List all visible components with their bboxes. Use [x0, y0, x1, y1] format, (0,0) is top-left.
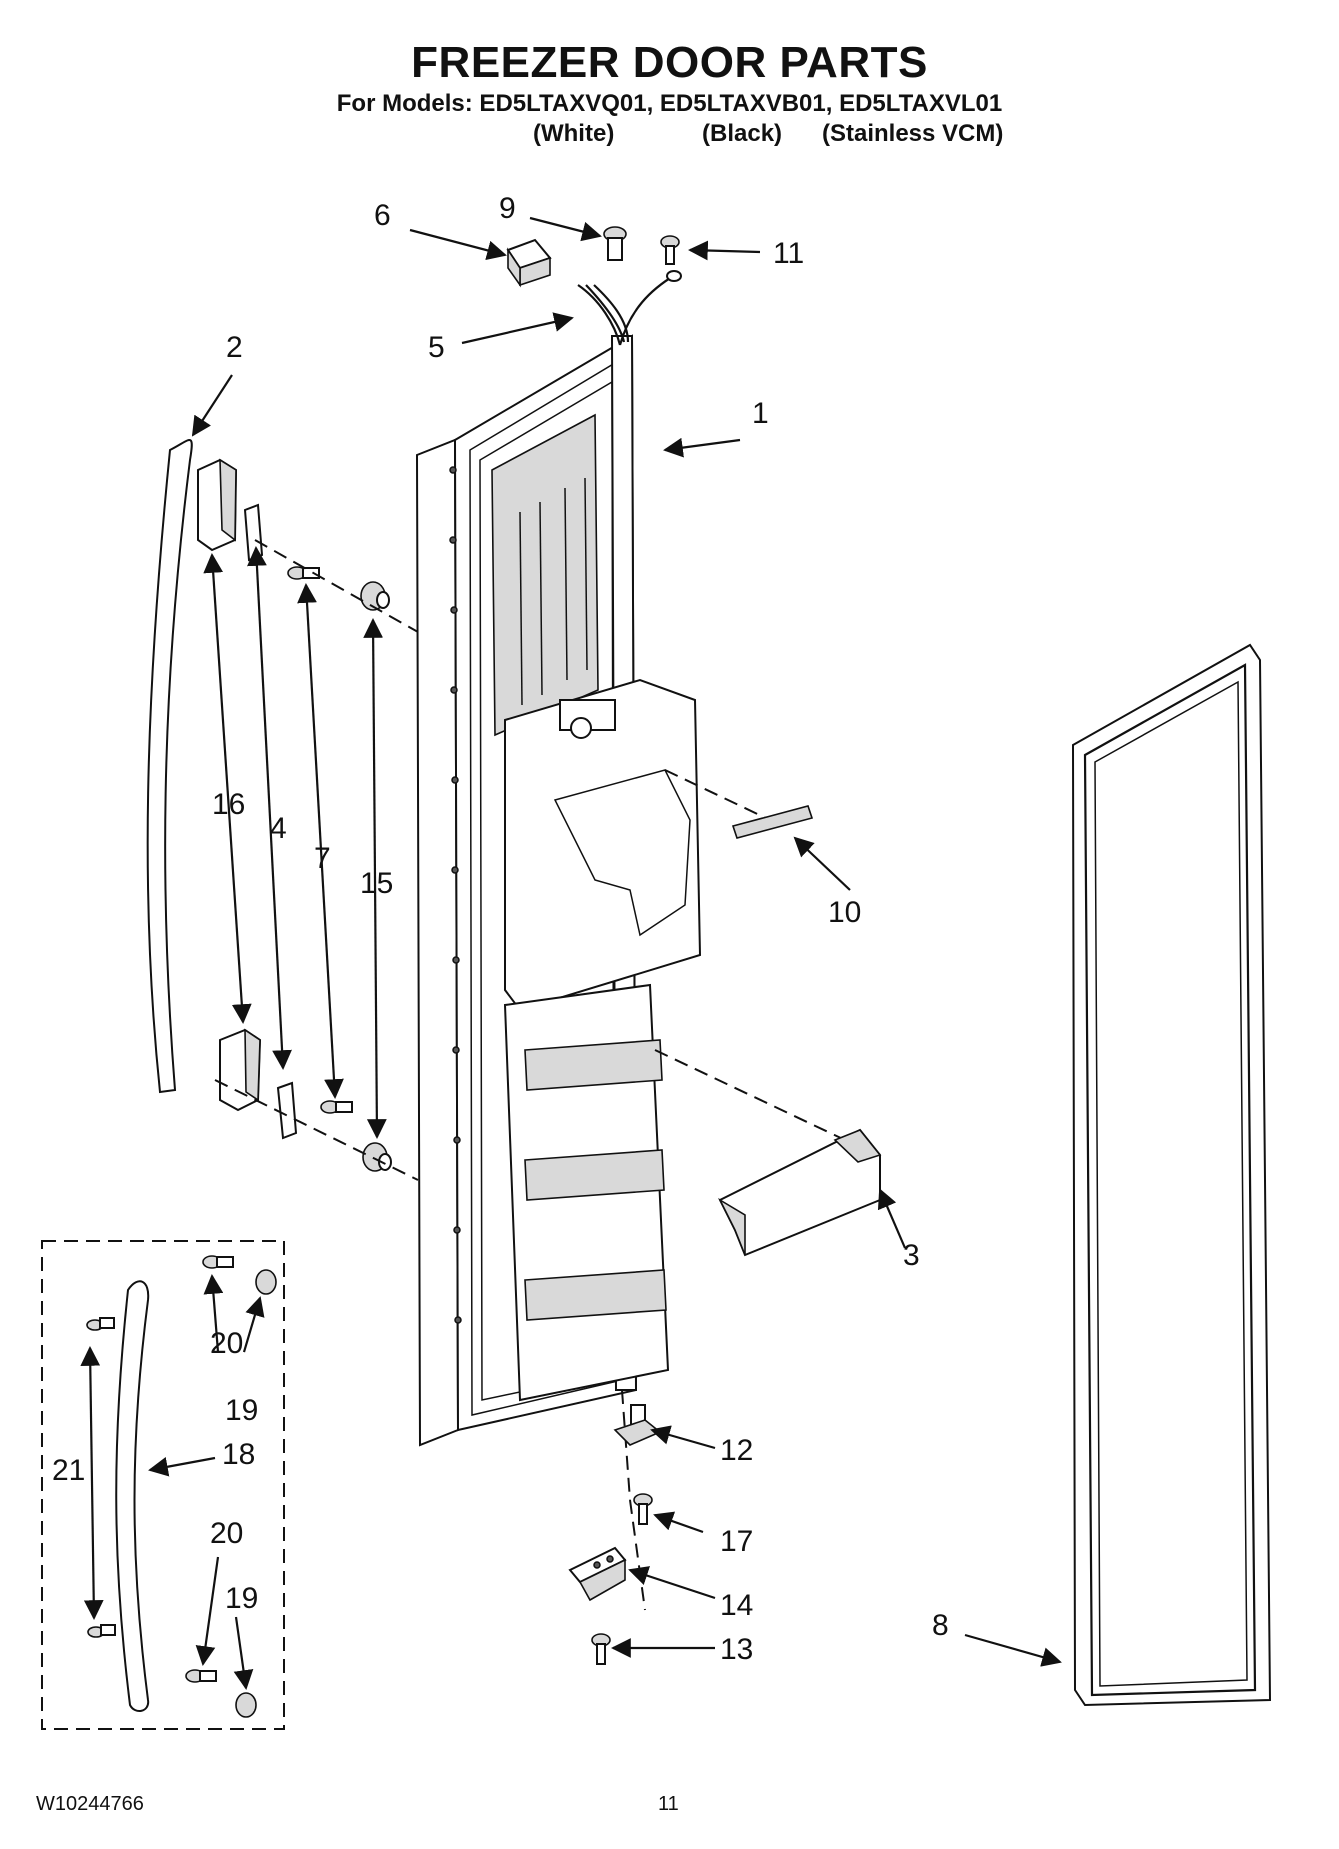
- callout-5: 5: [428, 331, 445, 364]
- callout-12: 12: [720, 1434, 753, 1467]
- callout-10: 10: [828, 896, 861, 929]
- document-number: W10244766: [36, 1793, 144, 1815]
- screw-part-11: [660, 235, 680, 265]
- callout-19-bottom: 19: [225, 1582, 258, 1615]
- callout-15: 15: [360, 867, 393, 900]
- plug-part-9: [603, 226, 627, 261]
- handle-part-2: [146, 439, 193, 1094]
- callout-3: 3: [903, 1239, 920, 1272]
- callout-6: 6: [374, 199, 391, 232]
- screw-part-7: [287, 566, 353, 1114]
- callout-14: 14: [720, 1589, 753, 1622]
- finish-white: (White): [533, 120, 615, 147]
- screw-part-21: [86, 1317, 116, 1638]
- page-title: FREEZER DOOR PARTS: [411, 38, 928, 87]
- callout-17: 17: [720, 1525, 753, 1558]
- finish-black: (Black): [702, 120, 783, 147]
- callout-13: 13: [720, 1633, 753, 1666]
- connector-part-6: [506, 238, 552, 288]
- trim-part-10: [731, 805, 814, 839]
- callout-19-top: 19: [225, 1394, 258, 1427]
- finish-stainless: (Stainless VCM): [822, 120, 1004, 147]
- hinge-pin-part-12: [613, 1404, 662, 1446]
- model-list: For Models: ED5LTAXVQ01, ED5LTAXVB01, ED…: [336, 90, 1003, 117]
- callout-7: 7: [314, 842, 331, 875]
- door-bin-part-3: [718, 1128, 882, 1257]
- callout-20-top: 20: [210, 1327, 243, 1360]
- door-gasket-part-8: [1071, 643, 1272, 1707]
- screw-part-20: [185, 1255, 234, 1683]
- spacer-part-15: [360, 581, 392, 1172]
- callout-4: 4: [270, 812, 287, 845]
- callout-11: 11: [773, 237, 804, 270]
- callout-18: 18: [222, 1438, 255, 1471]
- callout-21: 21: [52, 1454, 85, 1487]
- wire-harness-part-5: [577, 270, 682, 346]
- callout-1: 1: [752, 397, 769, 430]
- spacer-part-19: [235, 1269, 277, 1718]
- callout-9: 9: [499, 192, 516, 225]
- screw-part-17: [633, 1493, 653, 1525]
- callout-20-bottom: 20: [210, 1517, 243, 1550]
- handle-part-18: [115, 1280, 150, 1712]
- callout-2: 2: [226, 331, 243, 364]
- callout-16: 16: [212, 788, 245, 821]
- screw-part-13: [591, 1633, 611, 1665]
- handle-kit-box: [41, 1240, 285, 1730]
- leader-lines: [80, 216, 1062, 1690]
- page-number: 11: [658, 1793, 679, 1815]
- callout-8: 8: [932, 1609, 949, 1642]
- door-side-screws: [449, 466, 462, 1324]
- hinge-part-14: [568, 1546, 627, 1602]
- callout-labels: 1 2 3 4 5 6 7 8 9 10 11 12 13 14 15 16 1…: [52, 192, 949, 1666]
- freezer-door-part-1: [415, 334, 702, 1447]
